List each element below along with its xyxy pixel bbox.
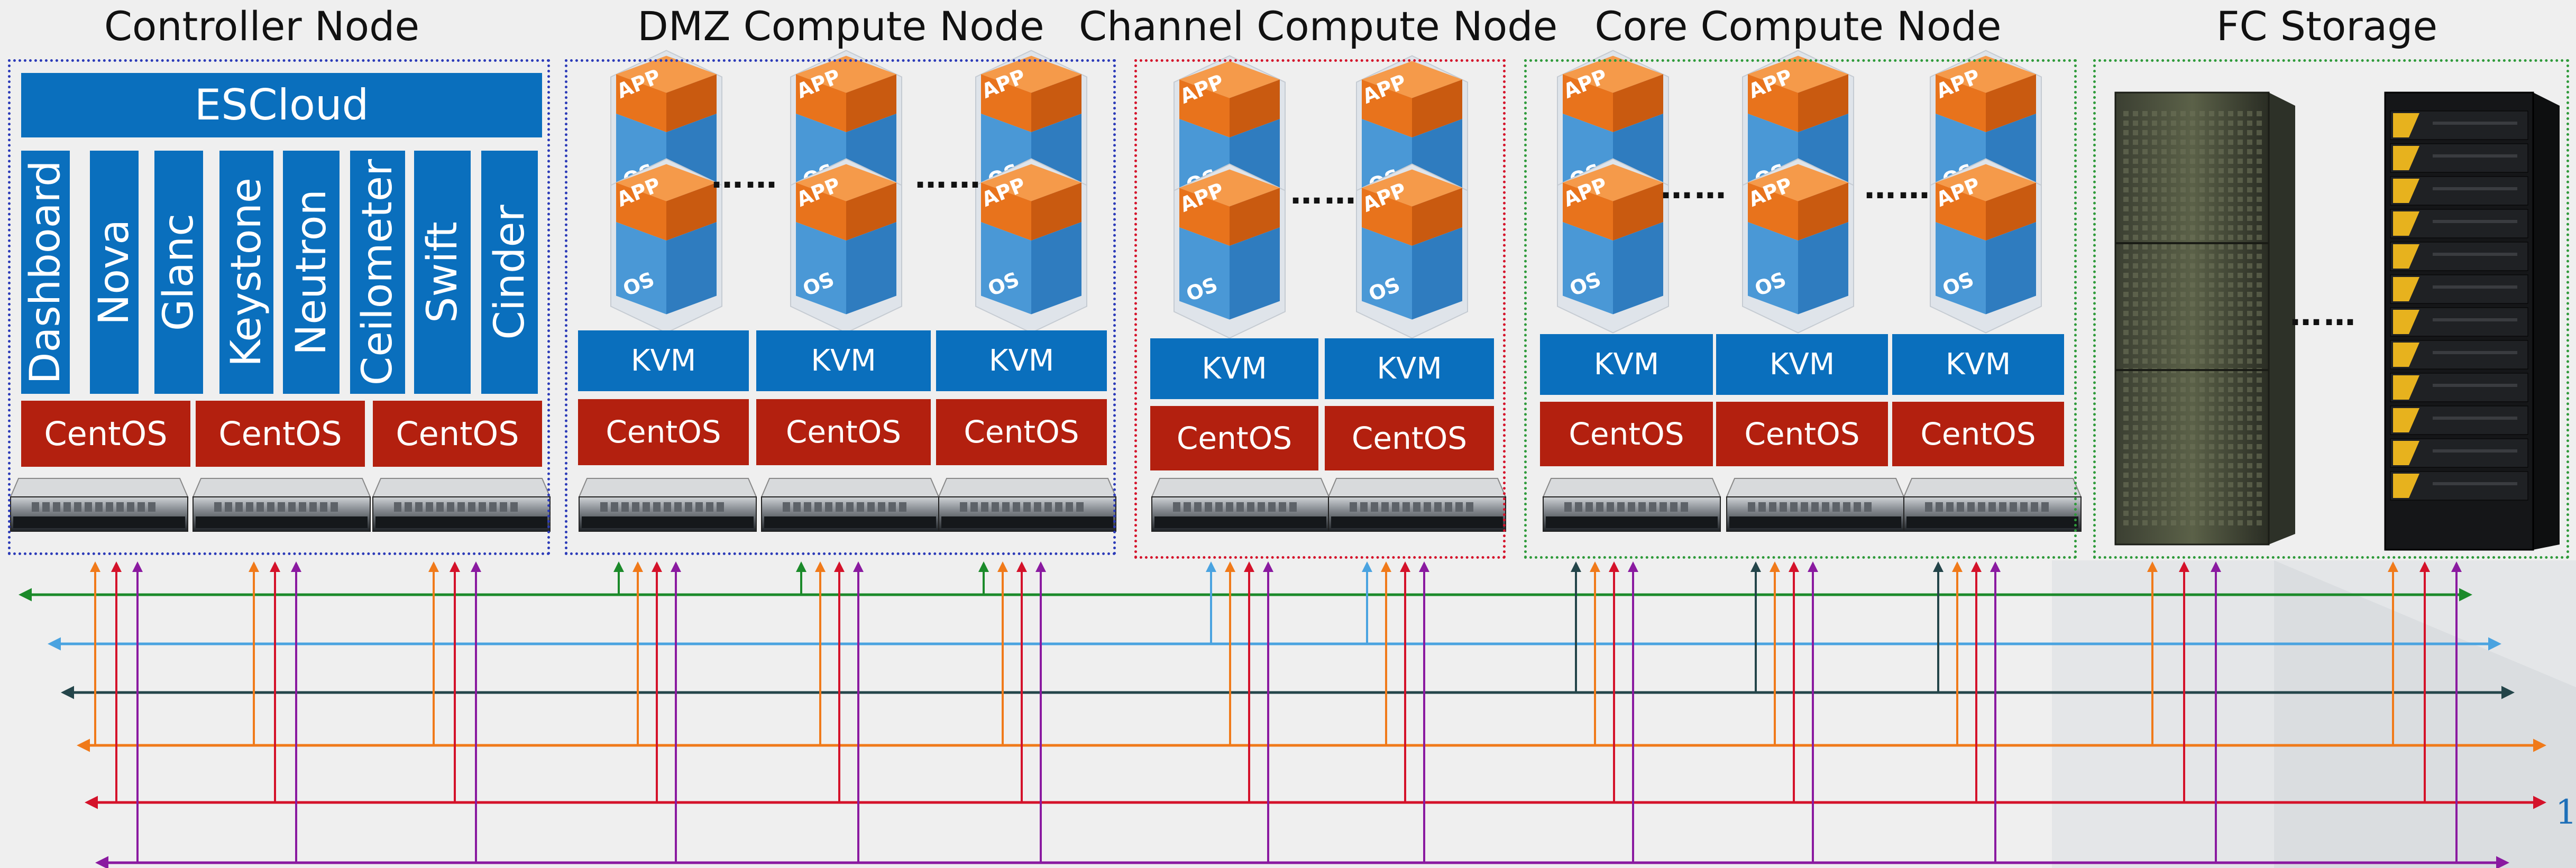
service-label: Nova — [90, 219, 138, 326]
controller-node-title: Controller Node — [104, 3, 420, 50]
core-kvm-1: KVM — [1540, 334, 1713, 395]
network-lines — [19, 561, 2546, 868]
dmz-node-frame — [565, 59, 1116, 555]
fc-storage-title: FC Storage — [2216, 3, 2438, 50]
channel-centos-2: CentOS — [1325, 406, 1494, 470]
service-dashboard: Dashboard — [21, 151, 70, 394]
channel-centos-1: CentOS — [1150, 406, 1318, 470]
service-label: Glanc — [155, 213, 203, 331]
service-nova: Nova — [90, 151, 139, 394]
storage-rack-right — [2384, 91, 2560, 551]
service-label: Keystone — [223, 178, 270, 367]
server-unit — [1151, 478, 1330, 532]
controller-node-frame — [8, 59, 550, 555]
channel-kvm-1: KVM — [1150, 338, 1318, 399]
channel-compute-node-title: Channel Compute Node — [1079, 3, 1558, 50]
core-centos-2: CentOS — [1716, 402, 1888, 466]
service-label: Swift — [418, 221, 466, 323]
server-unit — [372, 478, 551, 532]
server-unit — [1903, 478, 2082, 532]
dmz-centos-3: CentOS — [936, 399, 1107, 465]
core-compute-node-title: Core Compute Node — [1594, 3, 2002, 50]
service-ceilometer: Ceilometer — [350, 151, 405, 394]
server-unit — [1726, 478, 1905, 532]
dmz-ellipsis-1: …… — [711, 159, 779, 196]
service-label: Cinder — [485, 205, 534, 340]
dmz-centos-1: CentOS — [578, 399, 749, 465]
service-glanc: Glanc — [154, 151, 203, 394]
core-kvm-3: KVM — [1892, 334, 2064, 395]
channel-node-frame — [1134, 59, 1506, 559]
service-keystone: Keystone — [219, 151, 273, 394]
core-ellipsis-1: …… — [1661, 169, 1728, 206]
page-number: 1 — [2555, 793, 2576, 832]
service-swift: Swift — [414, 151, 471, 394]
server-unit — [192, 478, 371, 532]
dmz-compute-node-title: DMZ Compute Node — [637, 3, 1044, 50]
server-unit — [1542, 478, 1721, 532]
controller-centos-1: CentOS — [21, 401, 190, 467]
channel-ellipsis: …… — [1290, 174, 1358, 211]
dmz-kvm-1: KVM — [578, 330, 749, 391]
dmz-kvm-3: KVM — [936, 330, 1107, 391]
server-unit — [760, 478, 940, 532]
controller-centos-2: CentOS — [196, 401, 365, 467]
dmz-kvm-2: KVM — [756, 330, 931, 391]
controller-centos-3: CentOS — [373, 401, 542, 467]
channel-kvm-2: KVM — [1325, 338, 1494, 399]
dmz-ellipsis-2: …… — [915, 159, 983, 196]
storage-ellipsis: …… — [2290, 296, 2358, 333]
dmz-centos-2: CentOS — [756, 399, 931, 465]
core-kvm-2: KVM — [1716, 334, 1888, 395]
service-cinder: Cinder — [481, 151, 538, 394]
server-unit — [1327, 478, 1507, 532]
server-unit — [578, 478, 757, 532]
service-neutron: Neutron — [283, 151, 340, 394]
service-label: Ceilometer — [354, 159, 401, 386]
storage-rack-left — [2114, 91, 2295, 546]
server-unit — [10, 478, 189, 532]
core-centos-1: CentOS — [1540, 402, 1713, 466]
service-label: Neutron — [287, 189, 335, 355]
service-label: Dashboard — [22, 160, 69, 384]
servers-layer — [10, 478, 2082, 532]
storage-layer — [2114, 91, 2560, 551]
core-centos-3: CentOS — [1892, 402, 2064, 466]
storage-frame — [2093, 59, 2569, 559]
core-ellipsis-2: …… — [1864, 169, 1932, 206]
server-unit — [938, 478, 1117, 532]
escloud-bar: ESCloud — [21, 73, 542, 137]
core-node-frame — [1524, 59, 2077, 559]
